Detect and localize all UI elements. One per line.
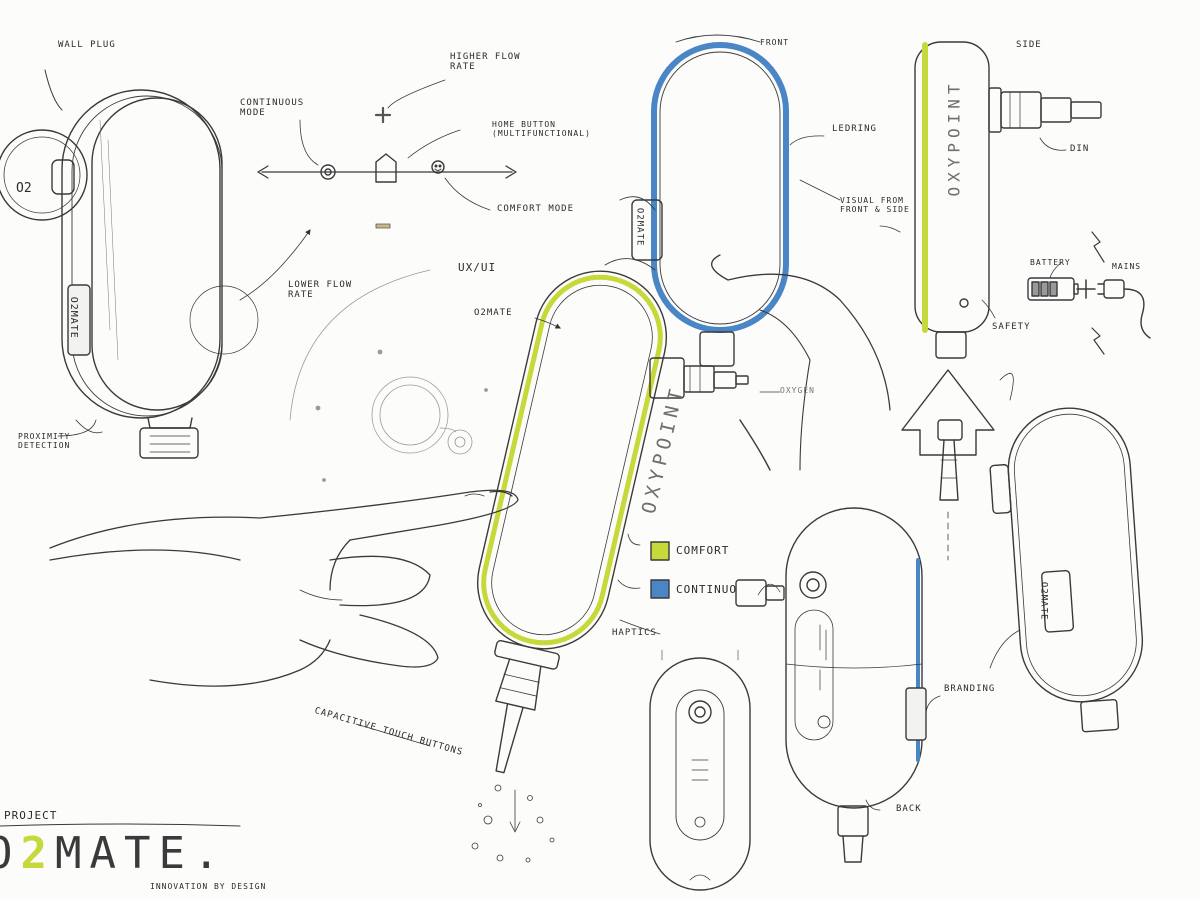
continuous-mode-label: CONTINUOUS MODE — [240, 98, 305, 119]
back-view-small-sketch — [649, 649, 751, 891]
back-label: BACK — [896, 804, 922, 814]
o2-plug-label: O2 — [16, 181, 32, 196]
pointing-hand-sketch — [49, 489, 519, 687]
visual-from-label: VISUAL FROM FRONT & SIDE — [840, 196, 910, 215]
brand-prefix: O — [0, 828, 21, 879]
home-button-label: HOME BUTTON (MULTIFUNCTIONAL) — [492, 120, 591, 139]
main-device-sketch — [476, 270, 668, 774]
background-sketch — [289, 269, 488, 482]
oxypoint-side-text: OXYPOINT — [944, 79, 964, 197]
lower-flow-rate-label: LOWER FLOW RATE — [288, 280, 353, 301]
comfort-legend-label: COMFORT — [676, 544, 730, 557]
ui-control-diagram — [57, 79, 517, 437]
o2mate-badge-right: O2MATE — [1038, 581, 1049, 621]
mains-label: MAINS — [1112, 262, 1142, 271]
haptics-label: HAPTICS — [612, 628, 657, 638]
right-device-sketch — [989, 407, 1144, 733]
side-label: SIDE — [1016, 40, 1042, 50]
din-connector-sketch — [649, 357, 749, 399]
brand-number: 2 — [20, 828, 55, 879]
higher-flow-rate-label: HIGHER FLOW RATE — [450, 52, 521, 73]
ledring-label: LEDRING — [832, 124, 877, 134]
project-label: PROJECT — [4, 809, 58, 822]
oxygen-label: OXYGEN — [780, 386, 815, 395]
leader-lines — [355, 135, 1063, 811]
battery-label: BATTERY — [1030, 258, 1071, 267]
brand-suffix: MATE. — [55, 828, 228, 879]
front-label: FRONT — [760, 38, 790, 47]
brand-underline — [0, 823, 241, 827]
comfort-legend-swatch — [650, 541, 670, 561]
proximity-detection-label: PROXIMITY DETECTION — [18, 432, 71, 451]
wall-plug-sketch — [0, 69, 88, 221]
battery-icon — [1027, 277, 1096, 301]
water-spray-sketch — [471, 784, 555, 863]
assembly-arrow-sketch — [901, 369, 1014, 561]
tagline-label: INNOVATION BY DESIGN — [150, 882, 267, 891]
comfort-mode-label: COMFORT MODE — [497, 204, 575, 214]
left-device-sketch — [61, 89, 259, 459]
back-device-sketch — [735, 507, 927, 863]
continuous-legend-label: CONTINUO — [676, 583, 737, 596]
din-label: DIN — [1070, 144, 1090, 154]
safety-label: SAFETY — [992, 322, 1031, 332]
branding-label: BRANDING — [944, 684, 996, 694]
ux-ui-label: UX/UI — [458, 261, 497, 274]
continuous-legend-swatch — [650, 579, 670, 599]
o2mate-pointer-label: O2MATE — [474, 308, 513, 318]
o2mate-badge-front: O2MATE — [634, 207, 645, 247]
side-device-sketch — [914, 41, 1102, 359]
o2mate-badge-left: O2MATE — [67, 296, 79, 339]
mains-plug-icon — [1091, 231, 1151, 355]
wall-plug-label: WALL PLUG — [58, 40, 116, 50]
front-device-sketch — [604, 34, 891, 471]
brand-logo-text: O2MATE. — [0, 832, 227, 876]
